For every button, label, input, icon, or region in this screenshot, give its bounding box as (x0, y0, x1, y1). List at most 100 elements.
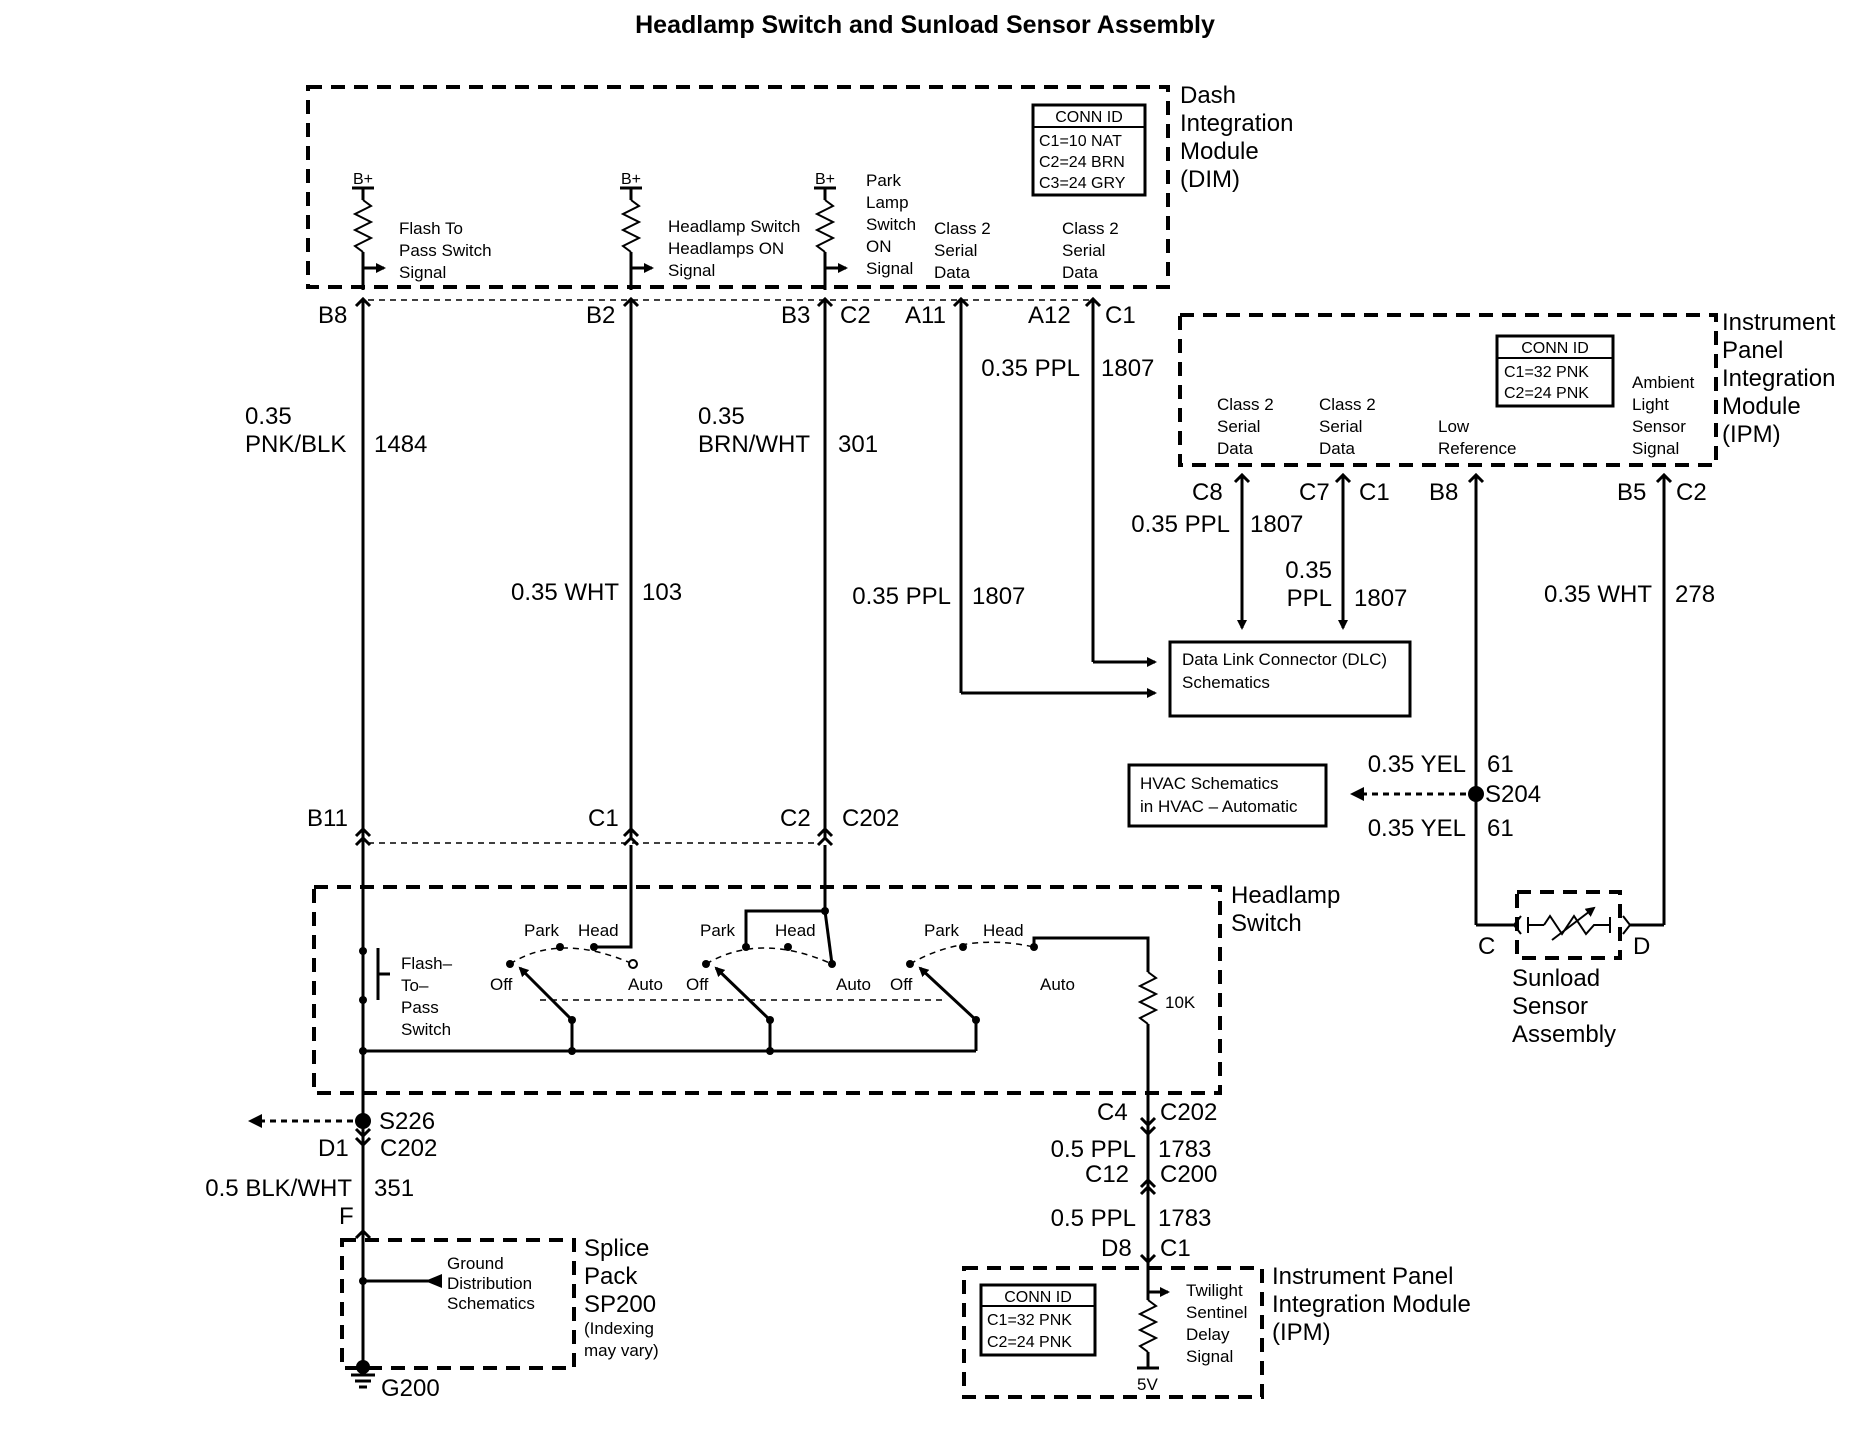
svg-text:C2: C2 (1676, 479, 1707, 506)
svg-text:C2=24 PNK: C2=24 PNK (987, 1334, 1072, 1351)
svg-text:Park: Park (524, 921, 559, 940)
wire-1484: 0.35 PNK/BLK 1484 (245, 300, 427, 838)
svg-text:0.35 WHT: 0.35 WHT (1544, 581, 1652, 608)
svg-text:1807: 1807 (1250, 511, 1303, 538)
wire-278: 0.35 WHT 278 (1544, 475, 1715, 927)
svg-text:Park: Park (866, 171, 901, 190)
svg-text:1807: 1807 (1101, 355, 1154, 382)
dim-conn-id-table: CONN ID C1=10 NAT C2=24 BRN C3=24 GRY (1031, 103, 1147, 197)
svg-text:Auto: Auto (836, 975, 871, 994)
svg-text:61: 61 (1487, 751, 1514, 778)
svg-text:0.35 PPL: 0.35 PPL (1131, 511, 1230, 538)
svg-text:1783: 1783 (1158, 1205, 1211, 1232)
svg-text:0.5 PPL: 0.5 PPL (1051, 1205, 1136, 1232)
svg-text:S204: S204 (1485, 781, 1541, 808)
svg-text:Signal: Signal (399, 263, 446, 282)
svg-text:C1: C1 (588, 805, 619, 832)
svg-text:Lamp: Lamp (866, 193, 909, 212)
svg-text:5V: 5V (1137, 1375, 1158, 1394)
svg-text:1807: 1807 (972, 583, 1025, 610)
svg-text:Ambient: Ambient (1632, 373, 1695, 392)
svg-text:C1: C1 (1160, 1235, 1191, 1262)
svg-text:C: C (1478, 933, 1495, 960)
diagram-title: Headlamp Switch and Sunload Sensor Assem… (635, 11, 1215, 39)
svg-text:B3: B3 (781, 302, 810, 329)
svg-text:PNK/BLK: PNK/BLK (245, 431, 346, 458)
svg-text:Headlamps ON: Headlamps ON (668, 239, 784, 258)
svg-text:Instrument: Instrument (1722, 309, 1836, 336)
svg-text:0.35 PPL: 0.35 PPL (981, 355, 1080, 382)
splice-s226: S226 (248, 1108, 435, 1135)
wire-1807-a11: 0.35 PPL 1807 (852, 300, 1157, 698)
svg-text:B+: B+ (353, 171, 373, 188)
ground-g200: G200 (351, 1360, 440, 1402)
ipm-top-conn-id-table: CONN ID C1=32 PNK C2=24 PNK (1495, 334, 1615, 408)
svg-text:Assembly: Assembly (1512, 1021, 1616, 1048)
svg-text:0.35: 0.35 (245, 403, 292, 430)
svg-text:(Indexing: (Indexing (584, 1319, 654, 1338)
svg-text:ON: ON (866, 237, 892, 256)
svg-text:C200: C200 (1160, 1161, 1217, 1188)
headlamp-switch: Headlamp Switch Flash– To– Pass Switch (312, 838, 1340, 1118)
svg-text:C1=10 NAT: C1=10 NAT (1039, 133, 1122, 150)
svg-text:B+: B+ (621, 171, 641, 188)
svg-text:Integration: Integration (1180, 110, 1293, 137)
svg-text:B8: B8 (318, 302, 347, 329)
svg-text:Data: Data (1217, 439, 1253, 458)
svg-text:Pass: Pass (401, 998, 439, 1017)
svg-text:0.35 WHT: 0.35 WHT (511, 579, 619, 606)
svg-text:Head: Head (983, 921, 1024, 940)
svg-text:1807: 1807 (1354, 585, 1407, 612)
svg-text:278: 278 (1675, 581, 1715, 608)
svg-text:Off: Off (890, 975, 913, 994)
svg-text:0.35: 0.35 (1285, 557, 1332, 584)
ipm-bottom-pins: D8 C1 (1101, 1235, 1191, 1265)
wire-301: 0.35 BRN/WHT 301 (698, 300, 878, 838)
svg-text:Signal: Signal (1632, 439, 1679, 458)
svg-text:(DIM): (DIM) (1180, 166, 1240, 193)
wire-1807-c7: 0.35 PPL 1807 (1285, 475, 1407, 630)
svg-text:Headlamp: Headlamp (1231, 882, 1340, 909)
svg-text:C1=32 PNK: C1=32 PNK (1504, 364, 1589, 381)
svg-text:Instrument Panel: Instrument Panel (1272, 1263, 1453, 1290)
svg-text:A11: A11 (905, 302, 946, 329)
svg-text:C2=24 BRN: C2=24 BRN (1039, 154, 1125, 171)
svg-text:C1=32 PNK: C1=32 PNK (987, 1312, 1072, 1329)
svg-text:Module: Module (1180, 138, 1259, 165)
ipm-bottom-module: CONN ID C1=32 PNK C2=24 PNK 5V Twilight … (962, 1262, 1471, 1399)
svg-text:may vary): may vary) (584, 1341, 659, 1360)
svg-text:HVAC Schematics: HVAC Schematics (1140, 774, 1279, 793)
svg-text:S226: S226 (379, 1108, 435, 1135)
c202-top-connector: B11 C1 C2 C202 (307, 805, 899, 847)
dlc-schematics-box: Data Link Connector (DLC) Schematics (1168, 640, 1412, 718)
flash-to-pass-label: Flash– To– Pass Switch (401, 954, 453, 1039)
svg-text:Off: Off (490, 975, 513, 994)
svg-text:Distribution: Distribution (447, 1274, 532, 1293)
svg-text:B2: B2 (586, 302, 615, 329)
ipm-bottom-conn-id-table: CONN ID C1=32 PNK C2=24 PNK (979, 1283, 1097, 1357)
svg-text:Sunload: Sunload (1512, 965, 1600, 992)
svg-text:Data: Data (1319, 439, 1355, 458)
svg-text:Flash–: Flash– (401, 954, 453, 973)
svg-text:Auto: Auto (1040, 975, 1075, 994)
svg-text:Ground: Ground (447, 1254, 504, 1273)
rotary-switch-3: Park Head Off Auto (890, 921, 1150, 1051)
svg-text:Park: Park (700, 921, 735, 940)
svg-text:B+: B+ (815, 171, 835, 188)
svg-text:Panel: Panel (1722, 337, 1783, 364)
svg-text:Dash: Dash (1180, 82, 1236, 109)
c202-c4-connector: C4 C202 (1097, 1099, 1217, 1137)
svg-text:D1: D1 (318, 1135, 349, 1162)
wire-1807-c8: 0.35 PPL 1807 (1131, 475, 1303, 630)
rotary-switch-2: Park Head Off Auto (686, 845, 871, 1051)
svg-text:A12: A12 (1028, 302, 1071, 329)
svg-text:(IPM): (IPM) (1722, 421, 1781, 448)
ipm-top-connector-pins: C8 C7 C1 B8 B5 C2 (1192, 472, 1707, 506)
ipm-top-name: Instrument Panel Integration Module (IPM… (1722, 309, 1836, 448)
svg-text:Sentinel: Sentinel (1186, 1303, 1247, 1322)
svg-text:0.5 BLK/WHT: 0.5 BLK/WHT (205, 1175, 352, 1202)
svg-text:Signal: Signal (866, 259, 913, 278)
svg-text:Class 2: Class 2 (934, 219, 991, 238)
dim-pullup-park: B+ Park Lamp Switch ON Signal (814, 171, 916, 290)
svg-text:0.35 YEL: 0.35 YEL (1368, 815, 1466, 842)
